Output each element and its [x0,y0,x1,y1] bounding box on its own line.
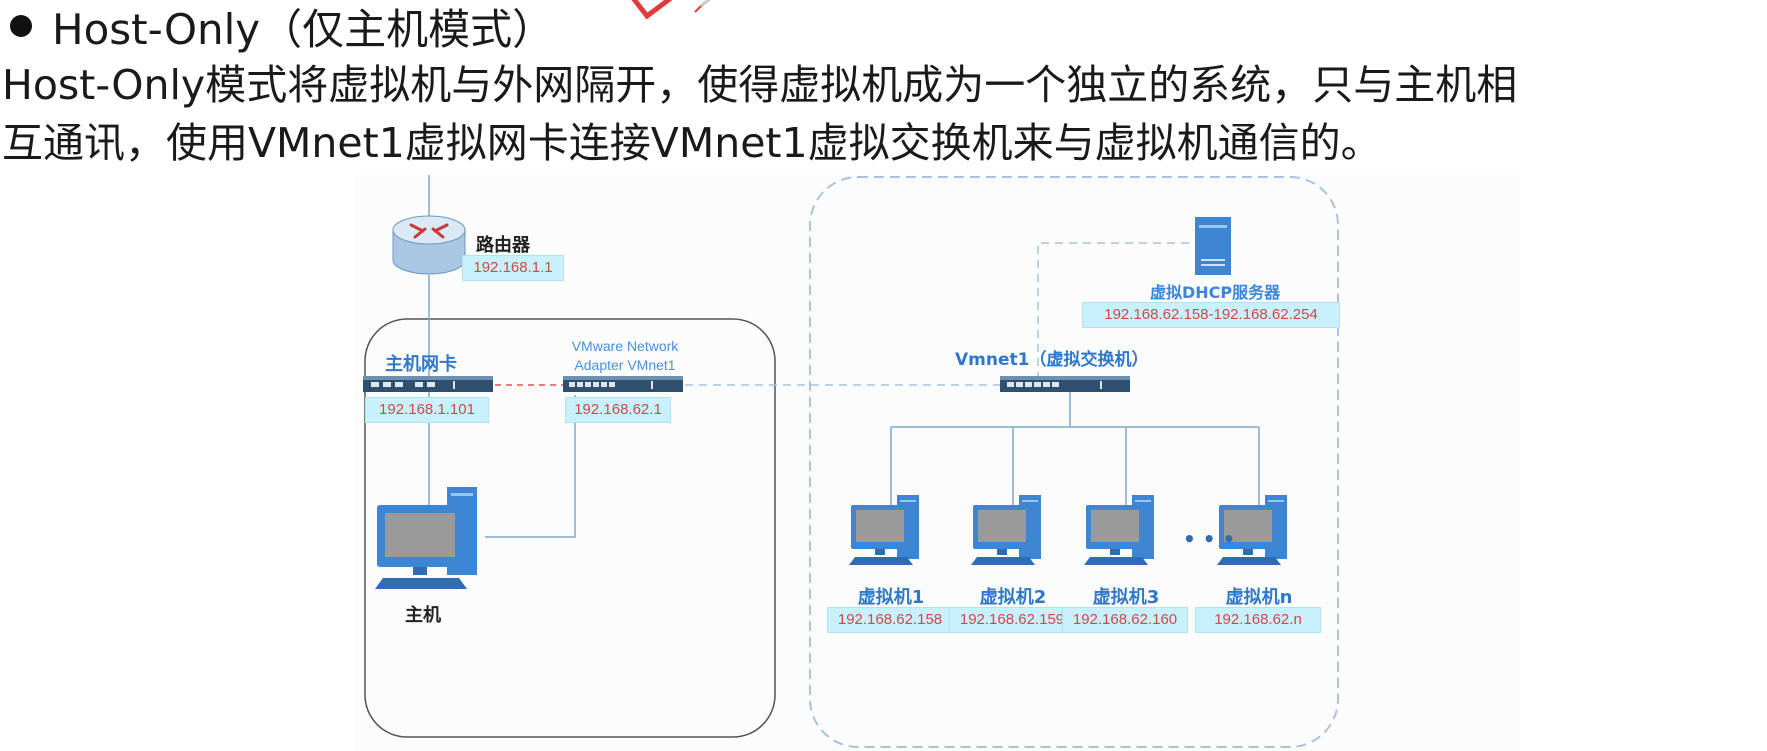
vmware-adapter-ip: 192.168.62.1 [565,397,671,423]
vm-pc-icon [849,495,919,565]
vm-ip: 192.168.62.158 [827,607,953,633]
host-group-box [364,318,776,738]
host-pc-icon [375,487,477,589]
vm-pc-icon [1217,495,1287,565]
dhcp-server-icon [1195,217,1231,275]
host-nic-ip: 192.168.1.101 [365,397,489,423]
description-paragraph: Host-Only模式将虚拟机与外网隔开，使得虚拟机成为一个独立的系统，只与主机… [2,56,1767,172]
paragraph-line-1: Host-Only模式将虚拟机与外网隔开，使得虚拟机成为一个独立的系统，只与主机… [2,61,1518,109]
network-diagram: 路由器 192.168.1.1 主机网卡 192.168.1.101 VMwar… [355,175,1520,751]
bullet-icon [10,15,32,37]
router-ip: 192.168.1.1 [462,255,564,281]
heading-text: Host-Only（仅主机模式） [52,4,555,54]
vm-label: 虚拟机1 [857,587,925,608]
virtual-network-box [809,176,1339,748]
ellipsis: • • • [1183,527,1236,551]
vm-pc-icon [971,495,1041,565]
vmnet1-switch-label: Vmnet1（虚拟交换机） [955,350,1149,370]
vm-pc-icon [1084,495,1154,565]
vm-label: 虚拟机n [1225,587,1293,608]
dhcp-server-label: 虚拟DHCP服务器 [1150,283,1281,302]
section-heading: Host-Only（仅主机模式） [8,0,554,54]
router-label: 路由器 [476,235,530,256]
vm-label: 虚拟机2 [979,587,1047,608]
vmware-adapter-icon [563,376,683,392]
host-label: 主机 [405,605,441,626]
vmnet1-switch-icon [1000,376,1130,392]
annotation-check-icon [631,0,711,20]
vm-ip: 192.168.62.160 [1062,607,1188,633]
router-icon [392,215,466,275]
vm-ip: 192.168.62.n [1195,607,1321,633]
host-nic-icon [363,376,493,392]
dhcp-ip-range: 192.168.62.158-192.168.62.254 [1082,302,1340,328]
vmware-adapter-label: VMware Network Adapter VMnet1 [571,338,679,373]
host-nic-label: 主机网卡 [385,354,457,375]
vm-ip: 192.168.62.159 [949,607,1075,633]
vm-label: 虚拟机3 [1092,587,1160,608]
paragraph-line-2: 互通讯，使用VMnet1虚拟网卡连接VMnet1虚拟交换机来与虚拟机通信的。 [2,119,1382,167]
diagram-lines [363,175,1339,748]
